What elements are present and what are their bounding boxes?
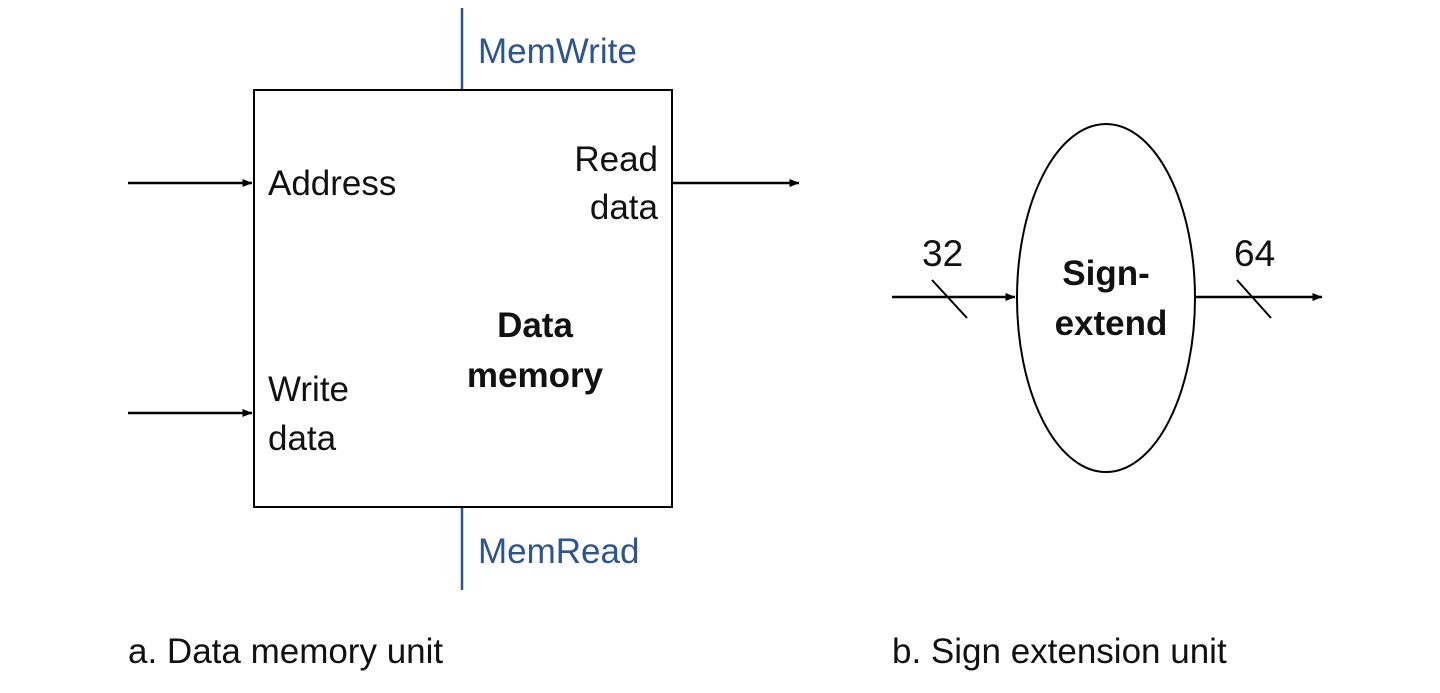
- sign-extend-title-line2: extend: [1055, 304, 1168, 343]
- sign-extend-ellipse: [1016, 123, 1196, 473]
- sign-extend-unit: 32 64 Sign- extend: [892, 123, 1323, 473]
- output-bus-width-slash: [1236, 279, 1272, 319]
- write-data-label-line1: Write: [268, 370, 349, 409]
- data-memory-unit: MemWrite MemRead Address Read data Write…: [128, 8, 800, 590]
- read-data-label-line1: Read: [574, 140, 658, 179]
- write-data-label-line2: data: [268, 419, 337, 458]
- input-bus-width-slash: [931, 279, 968, 319]
- data-memory-caption: a. Data memory unit: [128, 632, 443, 671]
- data-memory-title-line1: Data: [497, 306, 573, 345]
- data-memory-box: [253, 89, 673, 508]
- sign-extend-title-line1: Sign-: [1062, 254, 1149, 293]
- data-memory-title-line2: memory: [467, 356, 604, 395]
- memread-label: MemRead: [478, 532, 639, 571]
- memwrite-label: MemWrite: [478, 32, 637, 71]
- sign-extend-caption: b. Sign extension unit: [892, 632, 1227, 671]
- input-width-label: 32: [922, 233, 963, 274]
- address-label: Address: [268, 164, 396, 203]
- output-width-label: 64: [1234, 233, 1275, 274]
- read-data-label-line2: data: [590, 188, 659, 227]
